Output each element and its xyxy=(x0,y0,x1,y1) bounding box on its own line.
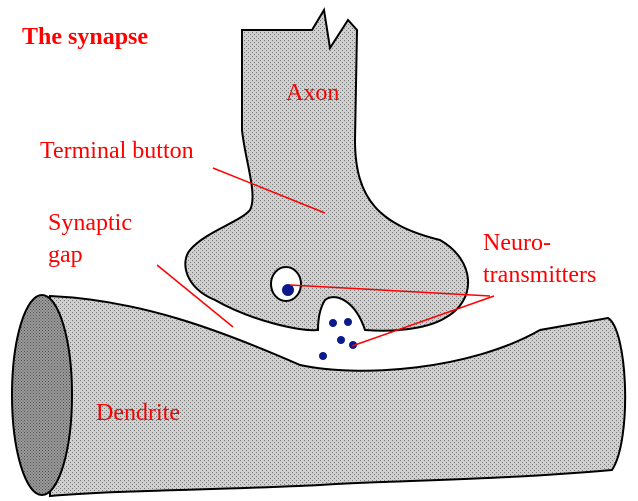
axon-terminal xyxy=(185,10,468,331)
dendrite-label: Dendrite xyxy=(96,400,180,426)
neurotransmitter-dot xyxy=(337,336,345,344)
neurotransmitter-dot xyxy=(344,318,352,326)
synaptic-label-line1: Synaptic xyxy=(48,210,132,236)
synaptic-label-line2: gap xyxy=(48,242,83,268)
terminal-button-label: Terminal button xyxy=(40,138,194,164)
diagram-title: The synapse xyxy=(22,24,148,50)
axon-label: Axon xyxy=(286,80,339,106)
vesicle xyxy=(271,267,301,301)
dendrite-end xyxy=(12,295,72,495)
neurotransmitter-dot xyxy=(319,352,327,360)
neurotransmitters-label-line2: transmitters xyxy=(483,262,596,288)
neurotransmitter-dot xyxy=(329,319,337,327)
dendrite-body xyxy=(50,296,625,496)
neurotransmitters-label-line1: Neuro- xyxy=(483,230,551,256)
